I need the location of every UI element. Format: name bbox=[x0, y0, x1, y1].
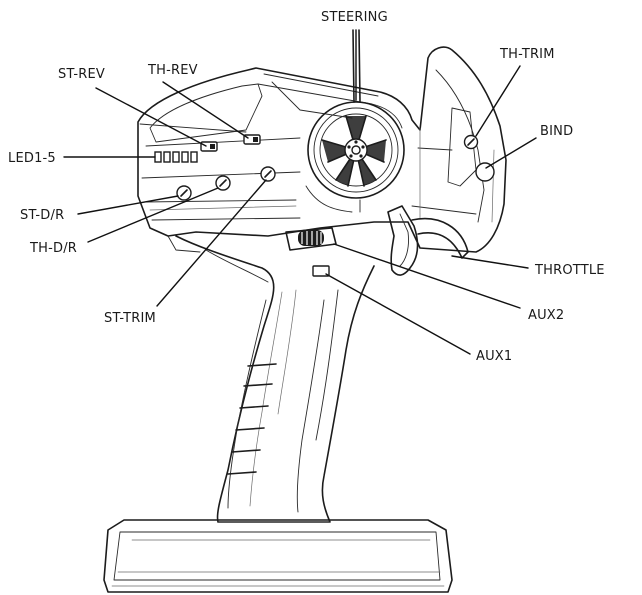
aux1-button[interactable] bbox=[312, 265, 330, 277]
label-th-trim: TH-TRIM bbox=[499, 47, 555, 62]
st-rev-switch[interactable] bbox=[200, 141, 218, 152]
led-indicators bbox=[154, 151, 198, 163]
label-st-trim: ST-TRIM bbox=[104, 311, 156, 326]
throttle-leader bbox=[451, 255, 529, 269]
transmitter-grip bbox=[175, 235, 375, 523]
transmitter-body bbox=[137, 46, 507, 253]
aux2-wheel[interactable] bbox=[285, 227, 337, 251]
aux2-leader bbox=[333, 243, 521, 309]
label-led: LED1-5 bbox=[8, 151, 56, 166]
st-trim-knob[interactable] bbox=[260, 166, 276, 182]
callout-lines bbox=[63, 29, 537, 355]
st-dr-leader bbox=[77, 195, 179, 215]
throttle-trigger[interactable] bbox=[387, 205, 469, 276]
st-trim-leader bbox=[156, 179, 267, 307]
th-dr-knob[interactable] bbox=[215, 175, 231, 191]
st-rev-leader bbox=[95, 87, 207, 147]
bind-leader bbox=[485, 137, 537, 169]
label-aux2: AUX2 bbox=[528, 308, 564, 323]
label-bind: BIND bbox=[540, 124, 573, 139]
label-steering: STEERING bbox=[321, 10, 388, 25]
label-st-rev: ST-REV bbox=[58, 67, 105, 82]
label-aux1: AUX1 bbox=[476, 349, 512, 364]
st-dr-knob[interactable] bbox=[176, 185, 192, 201]
transmitter-base bbox=[103, 519, 453, 593]
th-trim-knob[interactable] bbox=[463, 134, 479, 150]
label-throttle: THROTTLE bbox=[534, 263, 605, 278]
label-st-dr: ST-D/R bbox=[20, 208, 64, 223]
aux1-leader bbox=[325, 273, 471, 355]
th-rev-leader bbox=[162, 81, 249, 139]
steering-wheel[interactable] bbox=[305, 29, 405, 213]
th-dr-leader bbox=[87, 187, 219, 243]
th-trim-leader bbox=[475, 65, 521, 137]
callout-labels: STEERING TH-TRIM ST-REV TH-REV BIND LED1… bbox=[8, 10, 605, 364]
label-th-rev: TH-REV bbox=[147, 63, 198, 78]
label-th-dr: TH-D/R bbox=[29, 241, 77, 256]
bind-button[interactable] bbox=[475, 162, 495, 182]
